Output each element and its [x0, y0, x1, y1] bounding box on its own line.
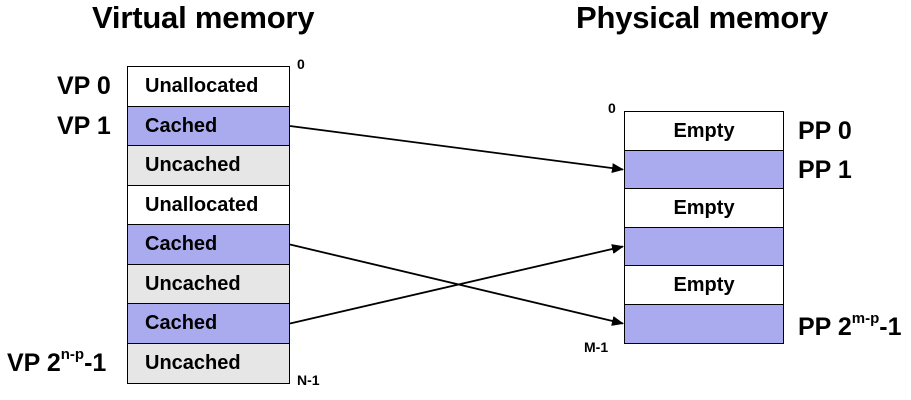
physical-page-cell: Empty	[624, 265, 784, 305]
virtual-page-cell: Cached	[127, 303, 290, 344]
virtual-bottom-index: N-1	[297, 372, 320, 388]
vp-last-label: VP 2n-p-1	[7, 346, 107, 377]
virtual-page-cell: Uncached	[127, 342, 290, 384]
virtual-page-cell: Unallocated	[127, 184, 290, 226]
physical-top-index: 0	[608, 100, 616, 116]
mapping-arrow	[289, 244, 624, 325]
physical-memory-stack: Empty Empty Empty	[624, 111, 784, 344]
physical-memory-title: Physical memory	[576, 0, 829, 35]
virtual-page-cell: Cached	[127, 105, 290, 147]
physical-page-cell	[624, 226, 784, 267]
vp0-label: VP 0	[57, 72, 111, 100]
virtual-memory-title: Virtual memory	[92, 0, 315, 35]
physical-bottom-index: M-1	[584, 339, 609, 355]
vp1-label: VP 1	[57, 112, 111, 140]
mapping-arrow	[289, 125, 624, 174]
mapping-arrow	[289, 243, 624, 326]
pp-last-label: PP 2m-p-1	[798, 310, 902, 341]
virtual-page-cell: Uncached	[127, 263, 290, 305]
physical-page-cell	[624, 303, 784, 344]
virtual-top-index: 0	[297, 56, 305, 72]
pp0-label: PP 0	[798, 117, 852, 145]
physical-page-cell: Empty	[624, 111, 784, 151]
virtual-memory-stack: Unallocated Cached Uncached Unallocated …	[127, 66, 290, 384]
virtual-page-cell: Cached	[127, 224, 290, 265]
pp1-label: PP 1	[798, 156, 852, 184]
